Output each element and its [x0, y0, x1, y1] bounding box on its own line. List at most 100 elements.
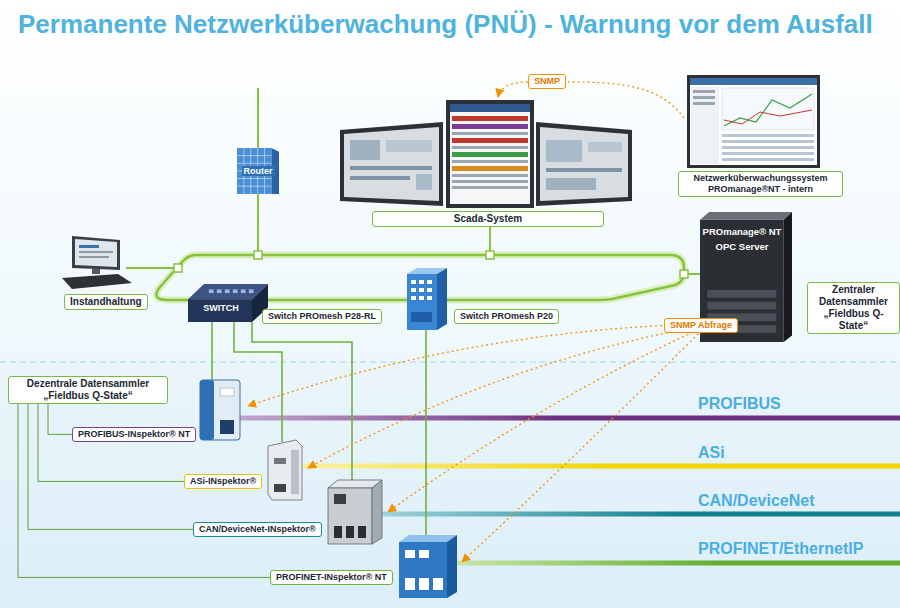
switch-p20 — [407, 274, 437, 330]
scada-monitors — [452, 152, 528, 157]
bus-name: CAN/DeviceNet — [698, 492, 814, 510]
scada-monitors — [536, 122, 632, 206]
can-inspector — [328, 488, 372, 544]
leader-line — [48, 404, 72, 434]
maintenance-computer — [79, 251, 113, 253]
scada-monitors — [452, 138, 528, 143]
node-text: Dezentrale Datensammler „Fieldbus Q-Stat… — [14, 378, 162, 402]
label-box: ASi-INspektor® — [184, 474, 262, 489]
server-icon — [784, 212, 792, 342]
background — [0, 361, 900, 362]
scada-monitors — [416, 174, 432, 190]
field-network-wires — [211, 322, 213, 380]
label-box: Switch PROmesh P28-RL — [262, 309, 382, 324]
leader-line — [28, 404, 193, 529]
monitoring-screenshot — [722, 152, 814, 155]
field-bus-lines — [215, 418, 900, 563]
label-box: Zentraler Datensammler „Fieldbus Q-State… — [807, 282, 900, 334]
scada-monitors — [546, 178, 596, 190]
profinet-inspector — [419, 550, 429, 558]
label-box: PROFINET-INspektor® NT — [270, 570, 393, 585]
maintenance-computer — [72, 236, 120, 270]
network-ring — [254, 251, 262, 259]
scada-monitors — [344, 127, 439, 201]
scada-monitors — [540, 127, 628, 201]
can-inspector — [334, 526, 342, 538]
monitoring-screenshot — [690, 78, 817, 85]
scada-monitors — [452, 180, 528, 183]
maintenance-computer — [62, 236, 132, 289]
can-inspector — [334, 494, 346, 504]
network-ring — [126, 88, 700, 300]
monitoring-screenshot — [687, 75, 820, 168]
switch-icon — [249, 289, 254, 293]
scada-monitors — [452, 124, 528, 129]
node-text: SNMP Abfrage — [670, 320, 732, 331]
label-box: Netzwerküberwachungssystem PROmanage®NT … — [678, 171, 843, 197]
snmp-polling-arrows — [248, 82, 702, 562]
field-bus-lines — [215, 416, 900, 421]
profinet-inspector — [399, 542, 447, 598]
switch-p20 — [411, 280, 416, 284]
bus-name: PROFIBUS — [698, 395, 781, 413]
switch-icon — [233, 289, 238, 293]
network-ring — [486, 251, 494, 259]
background — [0, 0, 900, 362]
switch-p20 — [407, 268, 447, 330]
snmp-polling-arrows — [248, 324, 702, 406]
scada-monitors — [452, 160, 528, 163]
scada-monitors — [546, 168, 622, 172]
switch-p20 — [411, 312, 432, 322]
scada-monitors — [450, 104, 530, 112]
bus-name: ASi — [698, 444, 725, 462]
monitoring-screenshot — [722, 134, 814, 137]
node-text: Router — [242, 166, 275, 176]
label-box: PROFIBUS-INspektor® NT — [72, 427, 196, 442]
snmp-polling-arrows — [308, 326, 702, 468]
scada-monitors — [386, 140, 432, 152]
switch-icon — [209, 289, 214, 293]
switch-p20 — [427, 280, 432, 284]
asi-inspector — [274, 458, 286, 464]
bus-name: PROFINET/EthernetIP — [698, 540, 863, 558]
node-text: Instandhaltung — [70, 296, 142, 308]
node-text: SWITCH — [203, 303, 239, 313]
background — [0, 362, 900, 608]
monitoring-screenshot — [724, 110, 812, 124]
scada-monitors — [452, 116, 528, 121]
switch-p20 — [437, 268, 447, 330]
node-text: PROFINET-INspektor® NT — [276, 572, 387, 583]
node-text: SNMP — [534, 76, 560, 87]
switch-icon — [188, 299, 252, 322]
node-text: ASi-INspektor® — [190, 476, 256, 487]
node-text: OPC Server — [716, 241, 769, 252]
profinet-inspector — [399, 535, 457, 542]
switch-p20 — [411, 296, 416, 300]
label-box: SNMP Abfrage — [664, 318, 738, 333]
snmp-polling-arrows — [498, 82, 528, 97]
switch-p20 — [427, 296, 432, 300]
switch-p20 — [419, 280, 424, 284]
monitoring-screenshot — [722, 158, 814, 161]
switch-p20 — [419, 288, 424, 292]
asi-inspector — [291, 450, 299, 494]
switch-p20 — [427, 288, 432, 292]
maintenance-computer — [62, 274, 132, 289]
scada-monitors — [452, 132, 528, 135]
label-box: Instandhaltung — [64, 294, 148, 310]
scada-monitors — [350, 176, 410, 180]
monitoring-screenshot — [690, 78, 817, 165]
asi-inspector — [274, 484, 286, 492]
node-text: PROFIBUS-INspektor® NT — [78, 429, 190, 440]
label-box: SNMP — [528, 74, 566, 89]
node-text: PROmanage® NT — [703, 226, 782, 237]
can-inspector — [346, 526, 354, 538]
profinet-inspector — [405, 578, 415, 590]
monitoring-screenshot — [693, 90, 715, 93]
diagram-title: Permanente Netzwerküberwachung (PNÜ) - W… — [18, 9, 873, 40]
monitoring-screenshot — [722, 140, 814, 143]
can-inspector — [372, 480, 382, 544]
label-box: CAN/DeviceNet-INspektor® — [193, 522, 322, 537]
server-icon — [700, 212, 792, 220]
monitoring-screenshot — [722, 146, 814, 149]
